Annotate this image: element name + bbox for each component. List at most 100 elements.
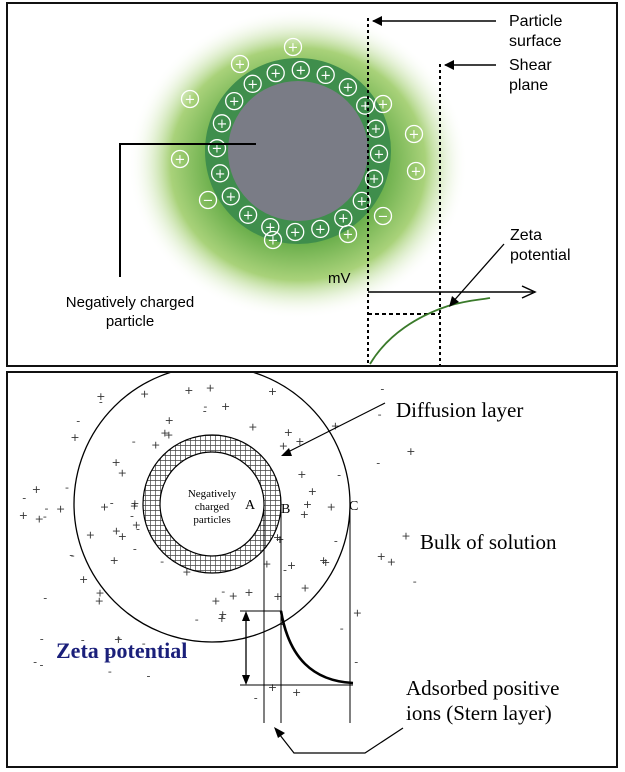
positive-ion: + [182, 565, 191, 578]
arrowhead [444, 60, 454, 70]
diffusion-pointer [283, 402, 386, 455]
positive-ion: + [320, 68, 331, 83]
negative-ion: − [203, 194, 214, 209]
positive-ion: + [342, 81, 353, 96]
positive-ion: + [378, 98, 389, 113]
positive-ion: + [217, 612, 226, 625]
positive-ion: + [35, 513, 44, 526]
positive-ion: + [212, 142, 223, 157]
bottom-diagram-svg: +++-+++--+++++++-++++-++--+++-+-+-++++++… [19, 373, 559, 754]
positive-ion: + [218, 608, 227, 621]
negative-ion: - [40, 632, 44, 645]
zeta-label-2: potential [510, 247, 571, 264]
negative-ion: - [132, 435, 136, 448]
positive-ion: + [96, 390, 105, 403]
positive-ion: + [353, 607, 362, 620]
positive-ion: + [235, 58, 246, 73]
ion-circle [266, 63, 285, 83]
adsorbed-label-1: Adsorbed positive [406, 676, 559, 700]
particle-leader-line [119, 143, 256, 277]
positive-ion: + [321, 556, 330, 569]
positive-ion: + [100, 501, 109, 514]
particle-surface-label-2: surface [509, 33, 562, 50]
positive-ion: + [221, 400, 230, 413]
point-c-label: C [349, 499, 358, 514]
positive-ion: + [300, 508, 309, 521]
positive-ion: + [19, 509, 28, 522]
positive-ion: + [229, 589, 238, 602]
negative-ion: − [378, 210, 389, 225]
arrowhead [242, 611, 250, 621]
adsorbed-label-2: ions (Stern layer) [406, 701, 552, 725]
negative-ion: - [43, 592, 47, 605]
positive-ion: + [95, 594, 104, 607]
negative-ion: - [413, 575, 417, 588]
negative-ion: - [110, 497, 114, 510]
zeta-potential-label: Zeta potential [56, 638, 187, 663]
positive-ion: + [70, 431, 79, 444]
point-a-label: A [245, 498, 256, 513]
stern-pointer [275, 727, 404, 754]
positive-ion: + [262, 558, 271, 571]
positive-ion: + [86, 528, 95, 541]
negative-ion: - [203, 404, 207, 417]
positive-ion: + [243, 208, 254, 223]
negative-ion: - [221, 585, 225, 598]
negative-ion: - [337, 468, 341, 481]
positive-ion: + [165, 414, 174, 427]
positive-ion: + [292, 686, 301, 699]
positive-ion: + [273, 531, 282, 544]
negative-ion: - [334, 534, 338, 547]
positive-ion: + [338, 212, 349, 227]
positive-ion: + [268, 681, 277, 694]
diffusion-layer-label: Diffusion layer [396, 398, 523, 422]
positive-ion: + [319, 554, 328, 567]
bulk-of-solution-label: Bulk of solution [420, 530, 557, 554]
ion-circle [230, 54, 250, 74]
zeta-pointer-line [450, 243, 505, 305]
negative-ion: - [133, 542, 137, 555]
positive-ion: + [79, 573, 88, 586]
positive-ion: + [215, 167, 226, 182]
particle-surface-label-1: Particle [509, 13, 562, 30]
positive-ion: + [275, 533, 284, 546]
negative-ion: - [117, 631, 121, 644]
positive-ion: + [411, 165, 422, 180]
positive-ion: + [290, 226, 301, 241]
positive-ion: + [184, 384, 193, 397]
ion-circle [210, 164, 230, 183]
positive-ion: + [112, 525, 121, 538]
shear-plane-label-2: plane [509, 77, 548, 94]
negative-ion: - [43, 510, 47, 523]
ion-circle [352, 191, 371, 211]
potential-curve [279, 610, 354, 685]
arrowhead [281, 448, 292, 456]
ion-circle [356, 96, 375, 115]
ion-circle [261, 217, 280, 237]
particle-core [228, 81, 368, 221]
negative-ion: - [283, 563, 287, 576]
ion-circle [311, 219, 330, 239]
negative-ion: - [40, 659, 44, 672]
negative-ion: - [76, 415, 80, 428]
positive-ion: + [297, 468, 306, 481]
negative-ion: - [160, 555, 164, 568]
negative-ion: - [354, 656, 358, 669]
ion-circle [369, 144, 389, 163]
positive-ion: + [164, 428, 173, 441]
arrowhead [242, 675, 250, 685]
positive-ion: + [140, 387, 149, 400]
ion-circle [316, 65, 335, 85]
positive-ion: + [273, 590, 282, 603]
negative-ion: - [81, 633, 85, 646]
positive-ion: + [377, 550, 386, 563]
arrowhead [372, 16, 382, 26]
ion-circle [283, 37, 303, 57]
positive-ion: + [331, 420, 340, 433]
positive-ion: + [56, 502, 65, 515]
positive-ion: + [300, 582, 309, 595]
positive-ion: + [270, 67, 281, 82]
positive-ion: + [265, 221, 276, 236]
negative-ion: - [376, 457, 380, 470]
negative-ion: - [45, 502, 49, 515]
